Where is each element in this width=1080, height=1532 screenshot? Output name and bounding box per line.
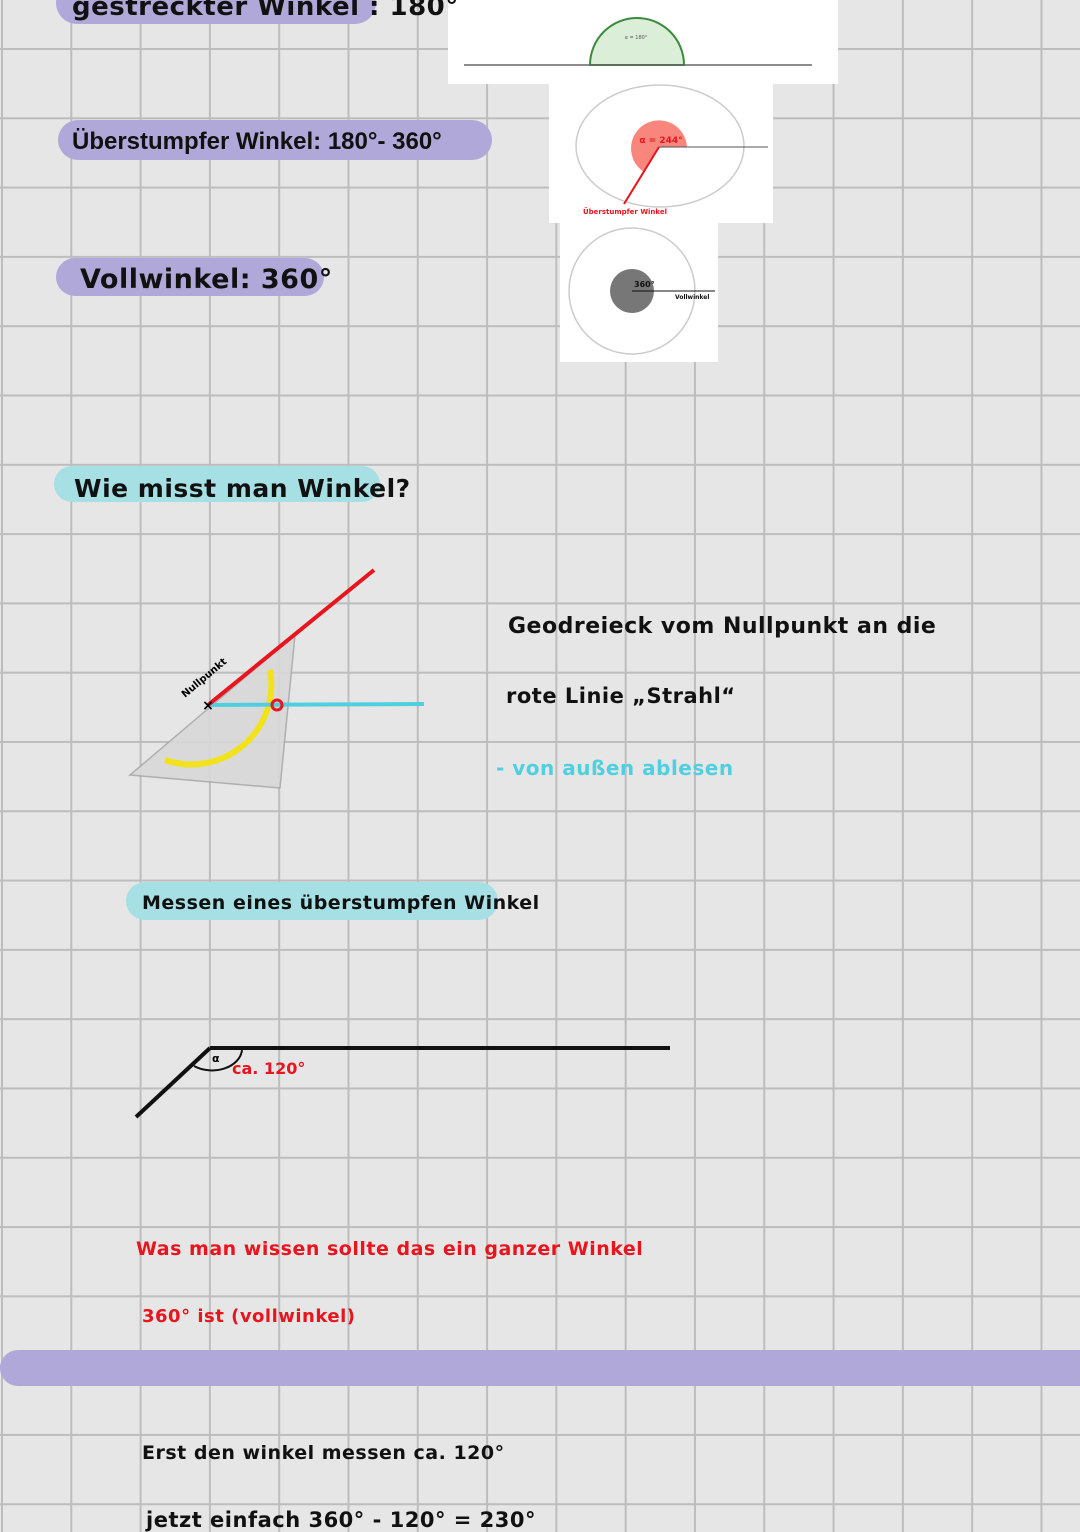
straight-angle-figure: α = 180° bbox=[448, 0, 838, 84]
heading-highlight bbox=[126, 882, 498, 920]
important-line-2: 360° ist (vollwinkel) bbox=[142, 1306, 356, 1327]
heading-straight-angle: gestreckter Winkel : 180° bbox=[72, 0, 459, 22]
heading-highlight bbox=[56, 258, 324, 296]
heading-highlight bbox=[56, 0, 376, 24]
step-line-1: Erst den winkel messen ca. 120° bbox=[142, 1442, 505, 1464]
note-line-3: - von außen ablesen bbox=[496, 756, 734, 780]
protractor-drawing: × Nullpunkt bbox=[128, 568, 425, 789]
straight-angle-label: α = 180° bbox=[625, 35, 648, 41]
angle-label: ca. 120° bbox=[232, 1059, 305, 1078]
important-line-1: Was man wissen sollte das ein ganzer Win… bbox=[136, 1238, 644, 1260]
reflex-angle-value: α = 244° bbox=[639, 136, 682, 146]
heading-reflex-angle: Überstumpfer Winkel: 180°- 360° bbox=[72, 128, 442, 155]
reflex-angle-caption: Überstumpfer Winkel bbox=[583, 207, 667, 216]
heading-highlight bbox=[58, 120, 492, 160]
heading-measure-reflex: Messen eines überstumpfen Winkel bbox=[142, 892, 540, 914]
full-angle-caption: Vollwinkel bbox=[675, 294, 709, 301]
heading-highlight bbox=[54, 466, 380, 502]
angle-sketch: α ca. 120° bbox=[134, 1046, 670, 1119]
note-line-2: rote Linie „Strahl“ bbox=[506, 684, 736, 708]
full-angle-value: 360° bbox=[634, 280, 655, 289]
heading-how-to-measure: Wie misst man Winkel? bbox=[74, 474, 411, 503]
divider-bar bbox=[0, 1350, 1080, 1386]
angle-alpha: α bbox=[212, 1052, 220, 1065]
step-line-2: jetzt einfach 360° - 120° = 230° bbox=[146, 1508, 537, 1532]
reflex-angle-figure: α = 244° Überstumpfer Winkel bbox=[549, 84, 773, 223]
full-angle-figure: 360° Vollwinkel bbox=[560, 223, 718, 362]
svg-text:×: × bbox=[202, 698, 214, 714]
note-line-1: Geodreieck vom Nullpunkt an die bbox=[508, 614, 937, 639]
heading-full-angle: Vollwinkel: 360° bbox=[80, 264, 333, 295]
